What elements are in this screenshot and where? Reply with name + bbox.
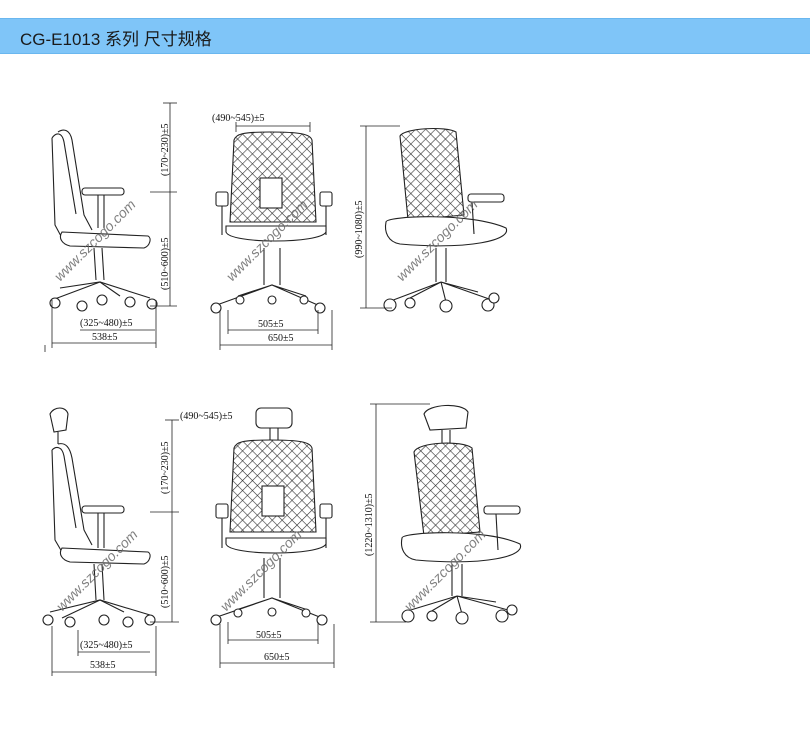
dim-total-height-1: (990~1080)±5 (354, 200, 365, 258)
dim-width-1: 650±5 (268, 333, 294, 344)
front-view-row1 (210, 122, 333, 350)
dim-seat-width-1: 505±5 (258, 319, 284, 330)
front-view-row2 (210, 407, 335, 668)
side-view-row1 (44, 102, 177, 352)
dim-width-2: 650±5 (264, 652, 290, 663)
dim-back-width-2: (490~545)±5 (180, 411, 233, 422)
dim-seat-depth-2: (325~480)±5 (80, 640, 133, 651)
dim-depth-1: 538±5 (92, 332, 118, 343)
dim-back-height-2: (170~230)±5 (160, 441, 171, 494)
dim-seat-depth-1: (325~480)±5 (80, 318, 133, 329)
dim-back-width-1: (490~545)±5 (212, 113, 265, 124)
header-bar: CG-E1013 系列 尺寸规格 (0, 18, 810, 54)
dim-seat-height-2: (510~600)±5 (160, 555, 171, 608)
dim-total-height-2: (1220~1310)±5 (364, 493, 375, 556)
side-view-row2 (42, 407, 179, 676)
perspective-view-row2 (370, 403, 522, 625)
dim-seat-width-2: 505±5 (256, 630, 282, 641)
dim-back-height-1: (170~230)±5 (160, 123, 171, 176)
dim-depth-2: 538±5 (90, 660, 116, 671)
page-title: CG-E1013 系列 尺寸规格 (20, 30, 212, 49)
dim-seat-height-1: (510~600)±5 (160, 237, 171, 290)
perspective-view-row1 (360, 125, 508, 313)
